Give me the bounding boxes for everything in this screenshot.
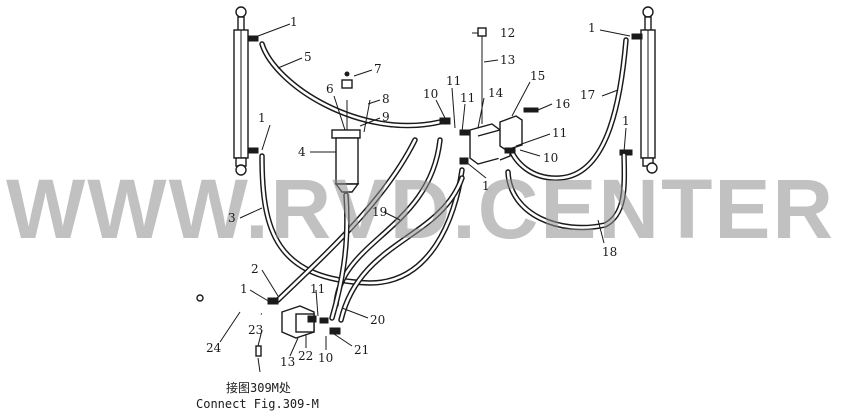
callout-13: 13: [500, 53, 515, 67]
callout-11: 11: [310, 282, 325, 296]
callout-15: 15: [530, 69, 545, 83]
callout-1: 1: [290, 15, 298, 29]
callout-19: 19: [372, 205, 387, 219]
callout-1: 1: [588, 21, 596, 35]
callout-17: 17: [580, 88, 595, 102]
callout-24: 24: [206, 341, 222, 355]
callout-22: 22: [298, 349, 313, 363]
callout-1: 1: [482, 179, 490, 193]
callout-6: 6: [326, 82, 334, 96]
callout-16: 16: [555, 97, 570, 111]
callout-10: 10: [543, 151, 558, 165]
callout-2: 2: [251, 262, 259, 276]
callout-12: 12: [500, 26, 515, 40]
callout-10: 10: [318, 351, 333, 365]
callout-10: 10: [423, 87, 438, 101]
right-cylinder: [619, 6, 658, 174]
callout-numbers: 1 5 1 3 4 7 6 8 9 10 11 11 14 12 13 15 1…: [206, 15, 630, 369]
callout-11: 11: [460, 91, 475, 105]
callout-23: 23: [248, 323, 263, 337]
connect-note-en: Connect Fig.309-M: [196, 397, 319, 411]
filter-assembly: [331, 71, 361, 193]
callout-1: 1: [240, 282, 248, 296]
callout-14: 14: [488, 86, 504, 100]
callout-8: 8: [382, 92, 390, 106]
callout-11: 11: [446, 74, 461, 88]
upper-valve-block: [439, 27, 539, 165]
watermark: WWW.RVD.CENTER: [6, 162, 835, 256]
left-cylinder: [233, 6, 259, 176]
callout-21: 21: [354, 343, 369, 357]
callout-1: 1: [622, 114, 630, 128]
callout-5: 5: [304, 50, 312, 64]
callout-11: 11: [552, 126, 567, 140]
callout-7: 7: [374, 62, 382, 76]
callout-20: 20: [370, 313, 385, 327]
callout-4: 4: [298, 145, 306, 159]
callout-18: 18: [602, 245, 617, 259]
lower-valve-block: [196, 294, 341, 357]
connect-note-cn: 接图309M处: [226, 380, 291, 395]
hoses: [259, 37, 629, 323]
callout-13: 13: [280, 355, 295, 369]
callout-3: 3: [228, 211, 236, 225]
leader-lines: [219, 23, 631, 373]
callout-9: 9: [382, 110, 390, 124]
callout-1: 1: [258, 111, 266, 125]
